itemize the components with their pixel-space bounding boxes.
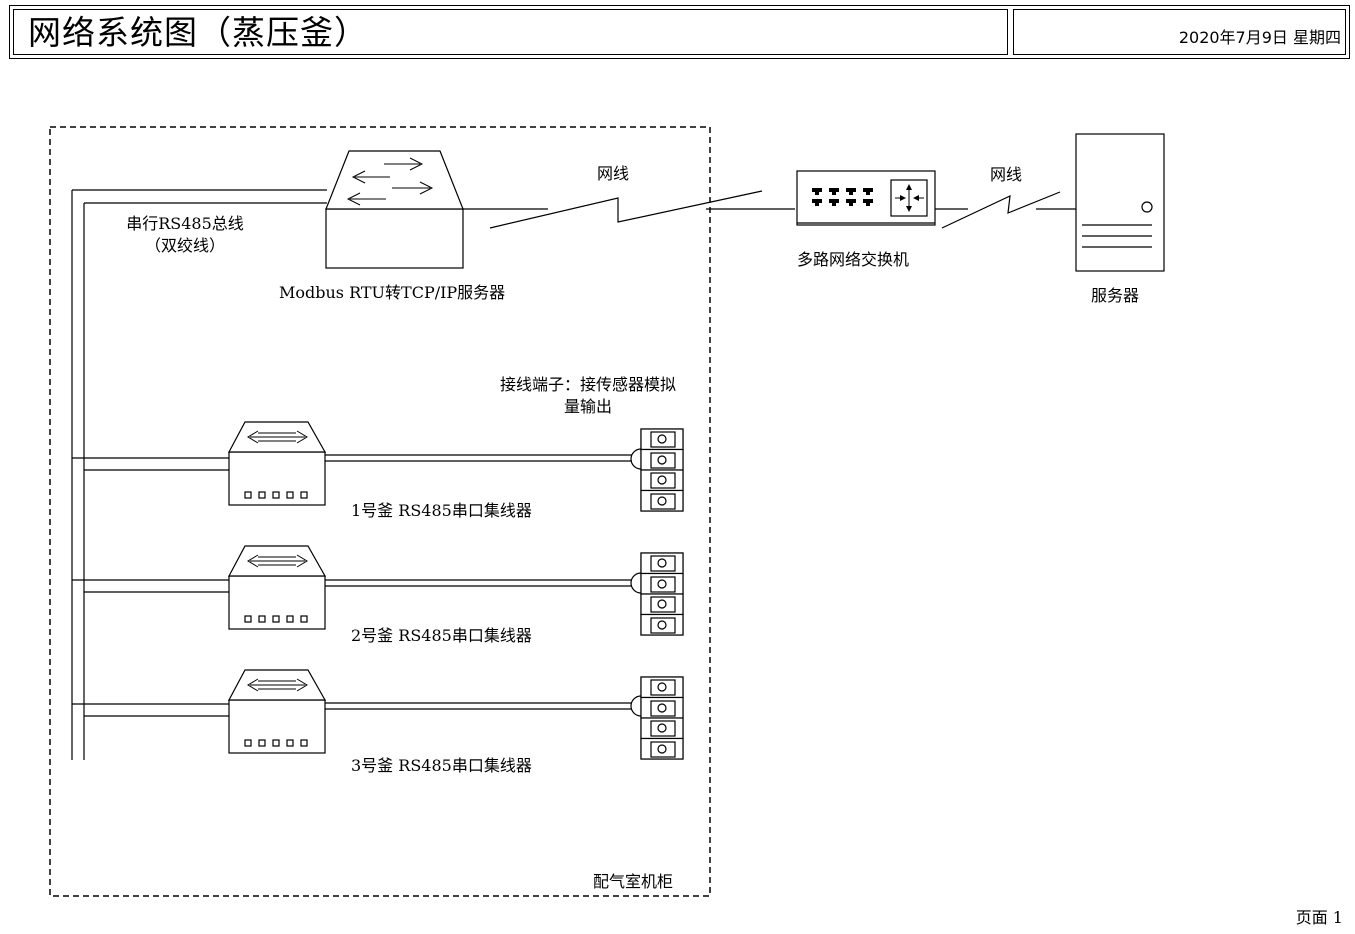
hub-label-1: 1号釜 RS485串口集线器 [351,501,532,520]
hub-label-3: 3号釜 RS485串口集线器 [351,756,532,775]
page-title: 网络系统图（蒸压釜） [28,13,368,52]
link-label-2: 网线 [990,165,1023,184]
serial-hub-icon [72,669,632,754]
server-tower-icon [1075,133,1165,272]
page-number: 页面 1 [1295,908,1343,927]
server-label: 服务器 [1091,286,1140,305]
terminal-block-icon [630,552,684,636]
terminal-label: 接线端子：接传感器模拟 量输出 [476,374,700,418]
serial-hub-icon [72,421,632,506]
link-label-1: 网线 [597,164,630,183]
lightning-link-icon [935,191,1076,229]
bus-label-line2: （双绞线） [144,236,225,255]
date-box: 2020年7月9日 星期四 [1013,9,1346,55]
hub-label-2: 2号釜 RS485串口集线器 [351,626,532,645]
date-text: 2020年7月9日 星期四 [1178,28,1341,47]
cabinet-boundary [49,126,711,897]
terminal-block-icon [630,428,684,512]
lightning-link-icon [463,190,795,229]
gateway-label: Modbus RTU转TCP/IP服务器 [279,283,506,302]
ethernet-switch-icon [325,150,464,269]
bus-label-line1: 串行RS485总线 [126,214,244,233]
terminal-label-line2: 量输出 [563,397,612,416]
cabinet-label: 配气室机柜 [593,872,674,891]
bus-label: 串行RS485总线 （双绞线） [110,213,260,257]
switch-label: 多路网络交换机 [797,250,910,269]
terminal-label-line1: 接线端子：接传感器模拟 [499,375,676,394]
serial-hub-icon [72,545,632,630]
rs485-bus [71,189,327,760]
header-frame: 网络系统图（蒸压釜） 2020年7月9日 星期四 [9,5,1350,59]
title-box: 网络系统图（蒸压釜） [13,9,1008,55]
terminal-block-icon [630,676,684,760]
router-icon [796,170,936,226]
